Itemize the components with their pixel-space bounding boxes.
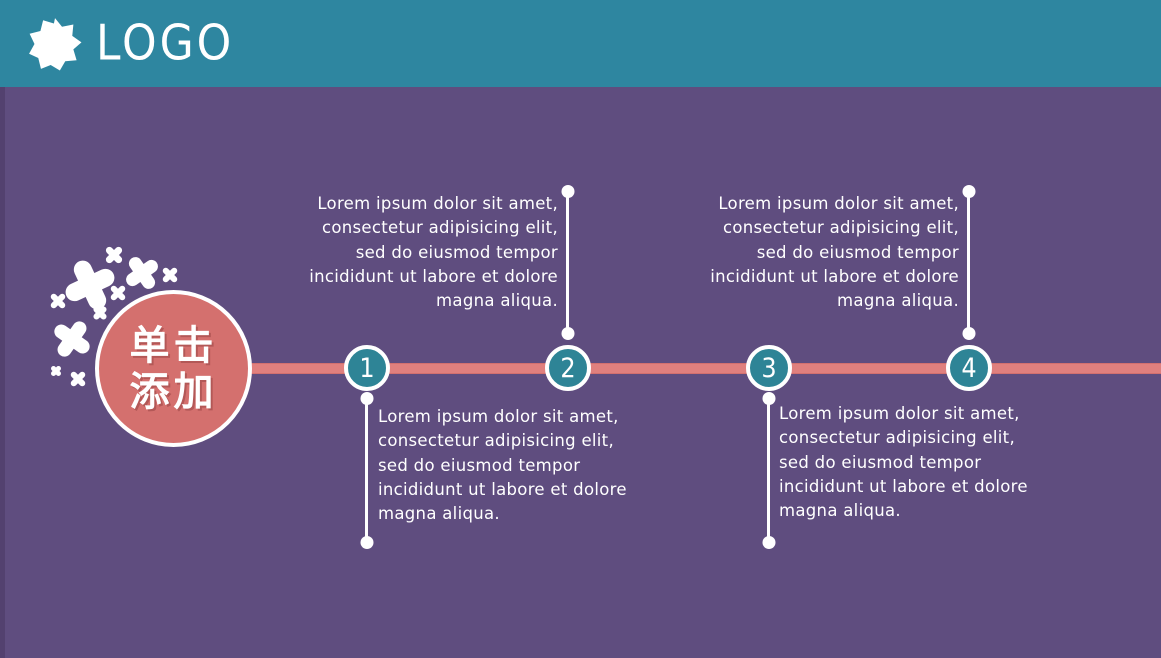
timeline-node-1[interactable]: 1 <box>344 345 390 391</box>
connector-line-step-2 <box>566 191 569 334</box>
connector-line-step-4 <box>967 191 970 334</box>
timeline-node-4[interactable]: 4 <box>946 345 992 391</box>
timeline-node-2-number: 2 <box>560 352 576 384</box>
step-1-body-text: Lorem ipsum dolor sit amet, consectetur … <box>378 407 627 523</box>
timeline-node-3[interactable]: 3 <box>746 345 792 391</box>
left-edge-strip <box>0 87 5 658</box>
step-4-body-text: Lorem ipsum dolor sit amet, consectetur … <box>710 194 959 310</box>
main-circle-line-2: 添加 <box>129 368 218 415</box>
connector-line-step-1 <box>365 398 368 543</box>
step-2-body-text: Lorem ipsum dolor sit amet, consectetur … <box>309 194 558 310</box>
main-circle-line-1: 单击 <box>129 322 218 369</box>
timeline-node-3-number: 3 <box>761 352 777 384</box>
timeline-node-2[interactable]: 2 <box>545 345 591 391</box>
timeline-bar <box>245 363 1161 374</box>
connector-line-step-3 <box>767 398 770 543</box>
logo-star-burst-icon <box>29 17 82 70</box>
header-bar: LOGO <box>0 0 1161 87</box>
timeline-node-4-number: 4 <box>961 352 977 384</box>
main-title-circle[interactable]: 单击 添加 <box>95 290 252 447</box>
logo-text: LOGO <box>96 14 235 72</box>
timeline-node-1-number: 1 <box>359 352 375 384</box>
step-3-body-text: Lorem ipsum dolor sit amet, consectetur … <box>779 404 1028 520</box>
